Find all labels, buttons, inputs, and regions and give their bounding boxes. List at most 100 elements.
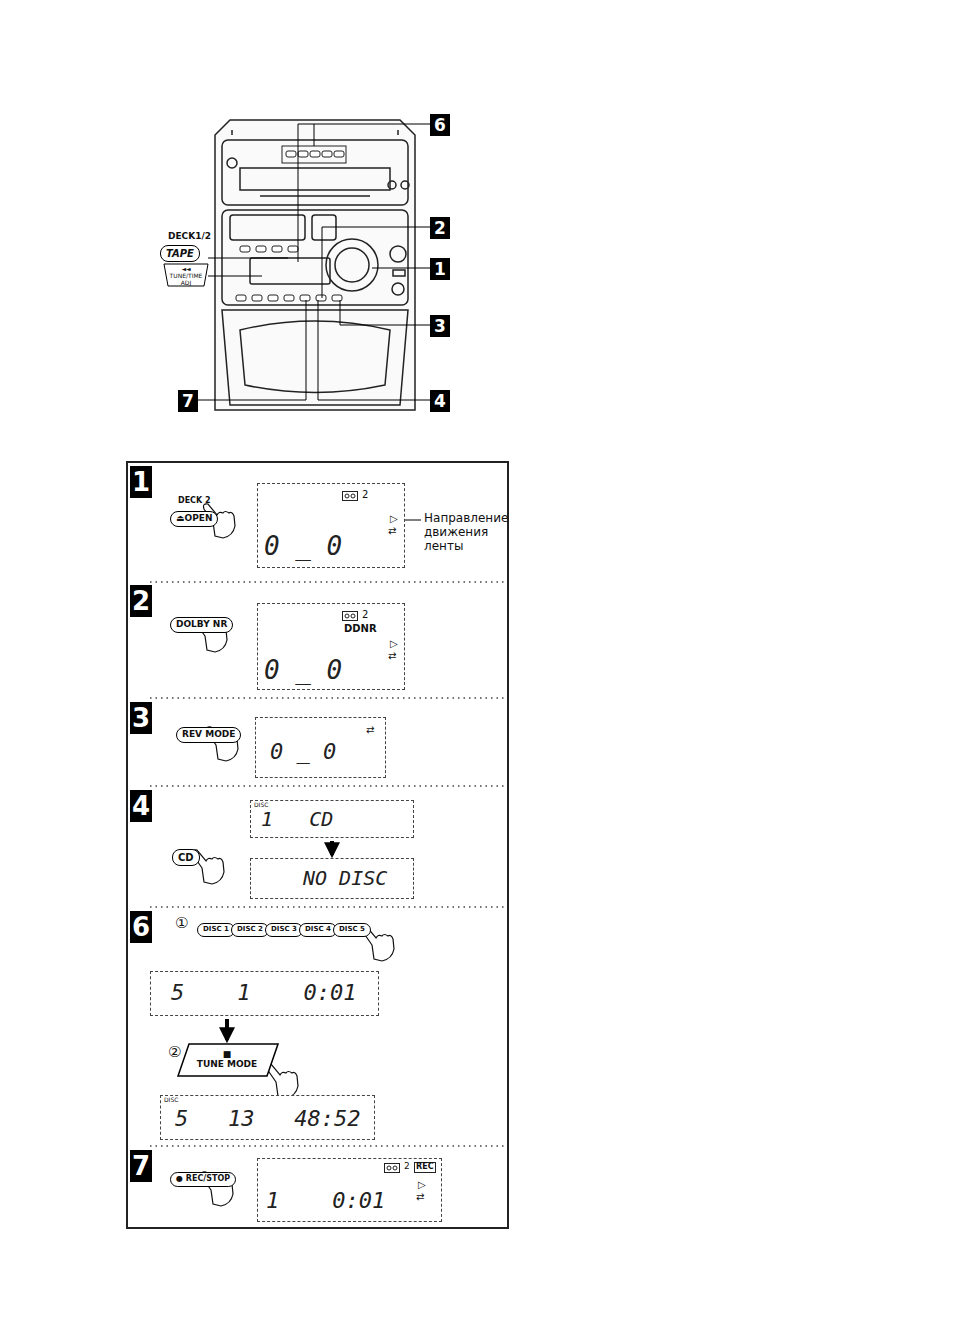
- display-text: ▷: [390, 513, 398, 524]
- drawing-part: [164, 264, 208, 286]
- drawing-part: [222, 310, 408, 405]
- drawing-part: [150, 581, 505, 583]
- display-text: 2: [362, 609, 368, 620]
- callout-number: 3: [430, 315, 450, 337]
- drawing-part: [150, 582, 505, 1146]
- drawing-part: [164, 124, 430, 400]
- drawing-part: [150, 785, 505, 787]
- display-text: 1 0:01: [266, 1189, 385, 1213]
- tape-icon-frame: [343, 612, 358, 621]
- button-label: ⏏OPEN: [170, 511, 218, 527]
- drawing-part: [208, 276, 262, 277]
- flow-arrow: [225, 1019, 229, 1040]
- button: DISC 4: [299, 916, 337, 937]
- display-text: ▷: [418, 1179, 426, 1190]
- display-text: 2: [362, 489, 368, 500]
- callout-number: 7: [130, 1150, 152, 1182]
- display-text: NO DISC: [303, 867, 387, 889]
- button-heading: DECK 2: [178, 497, 218, 506]
- display-text: ⇄: [366, 724, 374, 735]
- callout-number: 1: [430, 258, 450, 280]
- button-label: DISC 5: [333, 923, 371, 937]
- display-panel: 2DDNR▷⇄0 _ 0: [257, 603, 405, 690]
- drawing-part: [340, 300, 430, 325]
- button: DISC 2: [231, 916, 269, 937]
- drawing-part: [215, 120, 415, 410]
- drawing-part: [252, 295, 262, 301]
- button-label: DOLBY NR: [170, 617, 233, 633]
- drawing-part: [401, 181, 409, 189]
- display-text: 5 13 48:52: [175, 1107, 360, 1131]
- button-label: TAPE: [160, 245, 200, 262]
- button: ■TUNE MODE: [175, 1043, 279, 1077]
- display-text: 0 _ 0: [264, 532, 342, 561]
- drawing-part: [267, 1064, 299, 1098]
- drawing-part: [282, 146, 346, 163]
- drawing-part: [300, 295, 310, 301]
- display-text: DDNR: [344, 623, 377, 634]
- display-text: ▷: [390, 638, 398, 649]
- drawing-part: [335, 248, 369, 282]
- display-text: ⇄: [416, 1191, 424, 1202]
- callout-number: 4: [130, 790, 152, 822]
- button: CD: [172, 846, 200, 866]
- tape-icon-frame: [343, 492, 358, 501]
- callout-number: 2: [130, 585, 152, 617]
- sub-step-number: ②: [168, 1044, 186, 1061]
- tape-icon: [384, 1163, 400, 1173]
- sub-step-number: ①: [175, 915, 193, 932]
- drawing-part: [208, 258, 288, 259]
- button: REV MODE: [176, 722, 241, 743]
- button-label: CD: [172, 849, 200, 866]
- display-panel: 2▷⇄0 _ 0: [257, 483, 405, 568]
- drawing-part: [250, 258, 330, 284]
- drawing-part: [150, 1145, 505, 1147]
- drawing-part: [393, 270, 405, 276]
- drawing-part: [372, 268, 430, 269]
- drawing-part: [288, 246, 298, 252]
- drawing-part: [236, 151, 344, 301]
- drawing-part: [322, 227, 430, 298]
- callout-number: 3: [130, 702, 152, 734]
- button: DECK 2 ⏏OPEN: [170, 497, 218, 527]
- drawing-part: [298, 124, 430, 262]
- drawing-part: [127, 462, 508, 1228]
- callout-number: 4: [430, 390, 450, 412]
- button-outline: [178, 1044, 278, 1076]
- note-text: Направление движения ленты: [424, 512, 516, 553]
- callout-number: 2: [430, 217, 450, 239]
- drawing-part: [215, 120, 415, 410]
- drawing-part: [268, 295, 278, 301]
- tape-reel: [351, 614, 355, 618]
- display-panel: 5 1 0:01: [150, 971, 379, 1016]
- display-text: REC: [414, 1162, 436, 1173]
- drawing-part: [272, 246, 282, 252]
- tape-reel: [351, 494, 355, 498]
- drawing-part: [240, 168, 390, 190]
- drawing-part: [260, 195, 370, 197]
- display-text: 0 _ 0: [264, 656, 342, 685]
- tape-icon: [342, 491, 358, 501]
- button-label: DISC 2: [231, 923, 269, 937]
- button-label: REV MODE: [176, 727, 241, 743]
- display-panel: DISC 5 13 48:52: [160, 1095, 375, 1140]
- drawing-part: [314, 124, 315, 146]
- tape-reel: [345, 614, 349, 618]
- callout-number: 6: [130, 911, 152, 943]
- button: DOLBY NR: [170, 612, 233, 633]
- button: DISC 5: [333, 916, 371, 937]
- drawing-part: [256, 246, 266, 252]
- drawing-part: [230, 215, 305, 240]
- display-panel: NO DISC: [250, 858, 414, 899]
- drawing-part: [236, 295, 246, 301]
- display-text: DISC: [164, 1097, 178, 1104]
- callout-number: 6: [430, 114, 450, 136]
- drawing-part: [240, 246, 250, 252]
- button-label: TUNE MODE: [197, 1060, 258, 1070]
- tape-icon: [342, 611, 358, 621]
- button: DISC 3: [265, 916, 303, 937]
- display-text: 2: [404, 1162, 410, 1172]
- drawing-part: [388, 181, 396, 189]
